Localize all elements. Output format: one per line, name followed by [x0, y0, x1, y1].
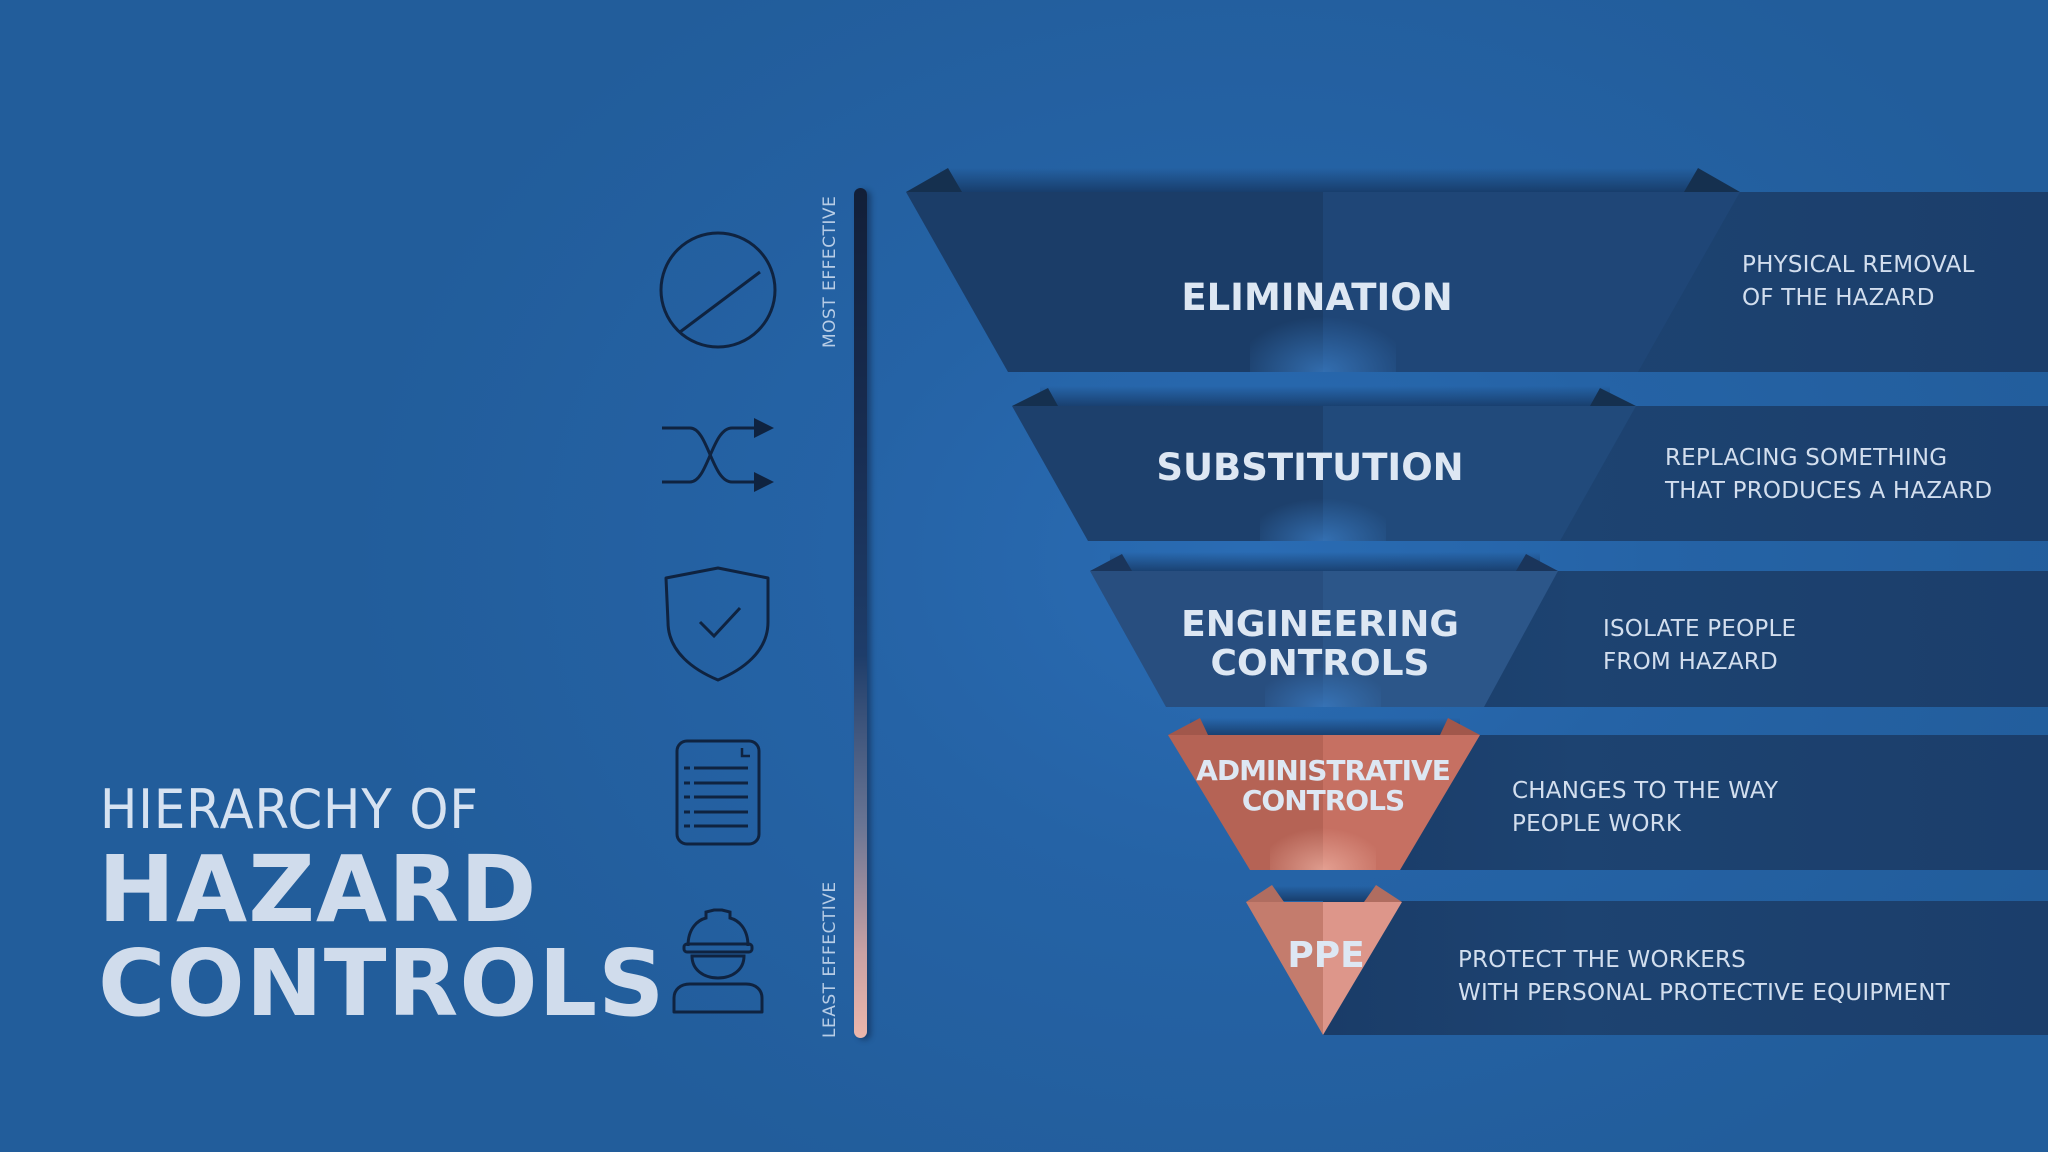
effectiveness-gradient-bar — [854, 188, 867, 1038]
level-substitution-description: REPLACING SOMETHING THAT PRODUCES A HAZA… — [1665, 445, 1993, 504]
title-main-line2: CONTROLS — [98, 930, 666, 1037]
document-list-icon — [674, 738, 762, 848]
shuffle-arrows-icon — [660, 412, 780, 492]
title-main-line1: HAZARD — [98, 836, 538, 943]
level-ppe-label: PPE — [1287, 935, 1365, 976]
shield-check-icon — [662, 566, 774, 684]
level-ppe-description: PROTECT THE WORKERS WITH PERSONAL PROTEC… — [1458, 947, 1950, 1006]
level-substitution-label: SUBSTITUTION — [1156, 446, 1464, 489]
title-prefix: HIERARCHY OF — [100, 778, 479, 841]
level-engineering-description: ISOLATE PEOPLE FROM HAZARD — [1603, 616, 1797, 675]
level-ppe-shape — [1246, 885, 2048, 1035]
level-elimination-label: ELIMINATION — [1181, 276, 1453, 319]
worker-hardhat-icon — [670, 906, 766, 1016]
level-administrative-description: CHANGES TO THE WAY PEOPLE WORK — [1512, 778, 1779, 837]
level-elimination-shape — [906, 168, 2048, 372]
level-engineering-label: ENGINEERING CONTROLS — [1181, 604, 1459, 684]
level-engineering-shape — [1090, 552, 2048, 707]
level-administrative-shape — [1168, 718, 2048, 870]
level-administrative-label: ADMINISTRATIVE CONTROLS — [1196, 754, 1451, 818]
level-substitution-shape — [1012, 386, 2048, 541]
level-elimination-description: PHYSICAL REMOVAL OF THE HAZARD — [1742, 252, 1975, 311]
prohibited-icon — [656, 228, 780, 352]
